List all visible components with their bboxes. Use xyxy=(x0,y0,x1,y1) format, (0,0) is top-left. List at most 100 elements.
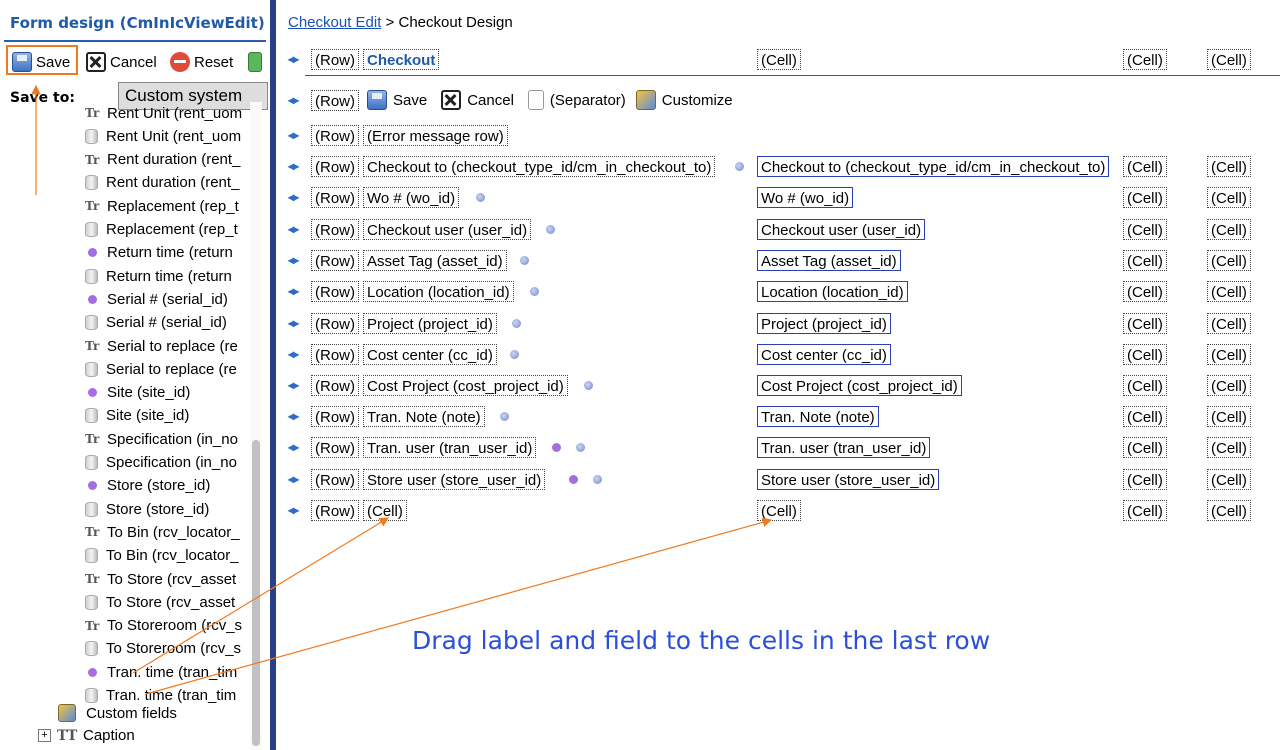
tree-scrollbar-thumb[interactable] xyxy=(252,440,260,746)
label-cell[interactable]: Checkout user (user_id) xyxy=(363,219,532,240)
tree-item-caption[interactable]: + TT Caption xyxy=(38,727,135,744)
tree-item[interactable]: Replacement (rep_t xyxy=(85,219,250,241)
tree-item[interactable]: Serial # (serial_id) xyxy=(85,312,250,334)
empty-cell[interactable]: (Cell) xyxy=(1207,219,1251,240)
label-cell[interactable]: Cost center (cc_id) xyxy=(363,344,497,365)
form-customize-button[interactable]: Customize xyxy=(661,91,733,109)
row-marker[interactable]: (Row) xyxy=(311,250,359,271)
tree-item[interactable]: To Store (rcv_asset xyxy=(85,591,250,613)
label-cell[interactable]: Cost Project (cost_project_id) xyxy=(363,375,568,396)
empty-cell[interactable]: (Cell) xyxy=(1207,469,1251,490)
field-cell[interactable]: Asset Tag (asset_id) xyxy=(757,250,901,271)
empty-cell[interactable]: (Cell) xyxy=(1123,469,1167,490)
empty-cell[interactable]: (Cell) xyxy=(1123,250,1167,271)
label-cell[interactable]: Checkout to (checkout_type_id/cm_in_chec… xyxy=(363,156,716,177)
field-cell[interactable]: Store user (store_user_id) xyxy=(757,469,940,490)
empty-cell[interactable]: (Cell) xyxy=(1207,406,1251,427)
tree-item[interactable]: Tran. time (tran_tim xyxy=(85,661,250,683)
label-cell[interactable]: Location (location_id) xyxy=(363,281,514,302)
tree-item[interactable]: Serial to replace (re xyxy=(85,358,250,380)
error-message-row[interactable]: (Error message row) xyxy=(363,125,508,146)
panel-divider[interactable] xyxy=(270,0,276,750)
empty-cell[interactable]: (Cell) xyxy=(1207,500,1251,521)
tree-item-custom-fields[interactable]: Custom fields xyxy=(58,704,177,722)
move-handle-icon[interactable]: ◂▸ xyxy=(288,93,299,107)
field-cell[interactable]: Project (project_id) xyxy=(757,313,891,334)
cancel-button[interactable]: Cancel xyxy=(86,48,157,76)
row-marker[interactable]: (Row) xyxy=(311,281,359,302)
empty-cell[interactable]: (Cell) xyxy=(1123,406,1167,427)
label-cell[interactable]: Tran. Note (note) xyxy=(363,406,485,427)
empty-cell[interactable]: (Cell) xyxy=(1207,187,1251,208)
tree-item[interactable]: Store (store_id) xyxy=(85,475,250,497)
tree-item[interactable]: Site (site_id) xyxy=(85,382,250,404)
tree-item[interactable]: To Storeroom (rcv_s xyxy=(85,638,250,660)
empty-cell[interactable]: (Cell) xyxy=(1123,281,1167,302)
move-handle-icon[interactable]: ◂▸ xyxy=(288,316,299,330)
row-marker[interactable]: (Row) xyxy=(311,469,359,490)
tree-item[interactable]: Specification (in_no xyxy=(85,452,250,474)
label-cell[interactable]: Tran. user (tran_user_id) xyxy=(363,437,537,458)
row-marker[interactable]: (Row) xyxy=(311,344,359,365)
empty-cell[interactable]: (Cell) xyxy=(1123,437,1167,458)
empty-cell[interactable]: (Cell) xyxy=(1123,219,1167,240)
field-cell[interactable]: Cost center (cc_id) xyxy=(757,344,891,365)
drop-target-field-cell[interactable]: (Cell) xyxy=(757,500,801,521)
form-cancel-button[interactable]: Cancel xyxy=(467,91,514,109)
form-save-button[interactable]: Save xyxy=(393,91,428,109)
tree-item[interactable]: Return time (return xyxy=(85,265,250,287)
field-cell[interactable]: Tran. user (tran_user_id) xyxy=(757,437,931,458)
tree-item[interactable]: Rent duration (rent_ xyxy=(85,172,250,194)
row-marker[interactable]: (Row) xyxy=(311,156,359,177)
label-cell[interactable]: Store user (store_user_id) xyxy=(363,469,546,490)
export-button[interactable] xyxy=(248,48,262,76)
move-handle-icon[interactable]: ◂▸ xyxy=(288,190,299,204)
row-marker[interactable]: (Row) xyxy=(311,437,359,458)
form-separator-item[interactable]: (Separator) xyxy=(549,91,626,109)
move-handle-icon[interactable]: ◂▸ xyxy=(288,52,299,66)
row-marker[interactable]: (Row) xyxy=(311,49,359,70)
move-handle-icon[interactable]: ◂▸ xyxy=(288,440,299,454)
field-cell[interactable]: Cost Project (cost_project_id) xyxy=(757,375,962,396)
move-handle-icon[interactable]: ◂▸ xyxy=(288,472,299,486)
move-handle-icon[interactable]: ◂▸ xyxy=(288,159,299,173)
empty-cell[interactable]: (Cell) xyxy=(1207,344,1251,365)
tree-item[interactable]: Return time (return xyxy=(85,242,250,264)
row-marker[interactable]: (Row) xyxy=(311,500,359,521)
move-handle-icon[interactable]: ◂▸ xyxy=(288,378,299,392)
empty-cell[interactable]: (Cell) xyxy=(1123,156,1167,177)
tree-item[interactable]: Serial # (serial_id) xyxy=(85,288,250,310)
label-cell[interactable]: Project (project_id) xyxy=(363,313,497,334)
move-handle-icon[interactable]: ◂▸ xyxy=(288,284,299,298)
expand-icon[interactable]: + xyxy=(38,729,51,742)
empty-cell[interactable]: (Cell) xyxy=(1123,187,1167,208)
tree-item[interactable]: Rent Unit (rent_uom xyxy=(85,125,250,147)
field-cell[interactable]: Tran. Note (note) xyxy=(757,406,879,427)
move-handle-icon[interactable]: ◂▸ xyxy=(288,409,299,423)
breadcrumb-link-checkout-edit[interactable]: Checkout Edit xyxy=(288,14,382,31)
header-title-cell[interactable]: Checkout xyxy=(363,49,440,70)
empty-cell[interactable]: (Cell) xyxy=(1123,313,1167,334)
empty-cell[interactable]: (Cell) xyxy=(1123,344,1167,365)
empty-cell[interactable]: (Cell) xyxy=(1207,313,1251,334)
row-marker[interactable]: (Row) xyxy=(311,219,359,240)
move-handle-icon[interactable]: ◂▸ xyxy=(288,347,299,361)
field-cell[interactable]: Checkout to (checkout_type_id/cm_in_chec… xyxy=(757,156,1110,177)
row-marker[interactable]: (Row) xyxy=(311,90,359,111)
reset-button[interactable]: Reset xyxy=(170,48,233,76)
row-marker[interactable]: (Row) xyxy=(311,375,359,396)
field-cell[interactable]: Checkout user (user_id) xyxy=(757,219,926,240)
empty-cell[interactable]: (Cell) xyxy=(1207,156,1251,177)
label-cell[interactable]: Wo # (wo_id) xyxy=(363,187,460,208)
empty-cell[interactable]: (Cell) xyxy=(1207,375,1251,396)
drop-target-label-cell[interactable]: (Cell) xyxy=(363,500,407,521)
label-cell[interactable]: Asset Tag (asset_id) xyxy=(363,250,507,271)
